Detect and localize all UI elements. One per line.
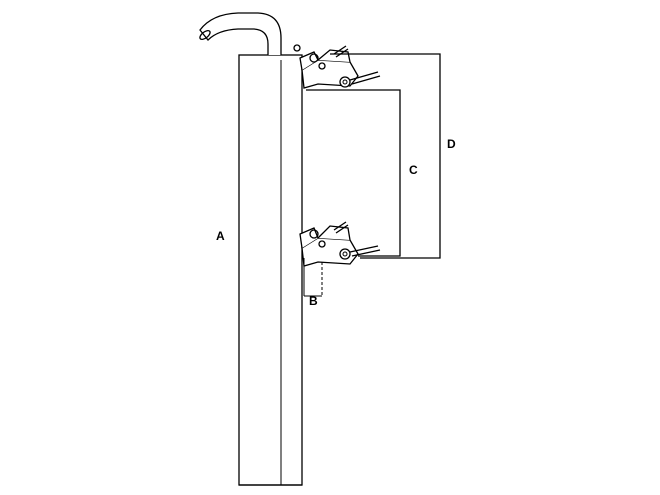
- dimension-b-marker: [303, 258, 323, 297]
- label-a: A: [216, 229, 225, 243]
- upper-clamp: [299, 45, 381, 89]
- lower-clamp: [299, 221, 381, 267]
- dimension-d-marker: [330, 53, 441, 259]
- dimension-c-marker: [306, 89, 401, 257]
- gooseneck-cap: [199, 12, 301, 55]
- label-b: B: [309, 294, 318, 308]
- label-c: C: [409, 163, 418, 177]
- label-d: D: [447, 137, 456, 151]
- mast-pipe: [238, 54, 303, 486]
